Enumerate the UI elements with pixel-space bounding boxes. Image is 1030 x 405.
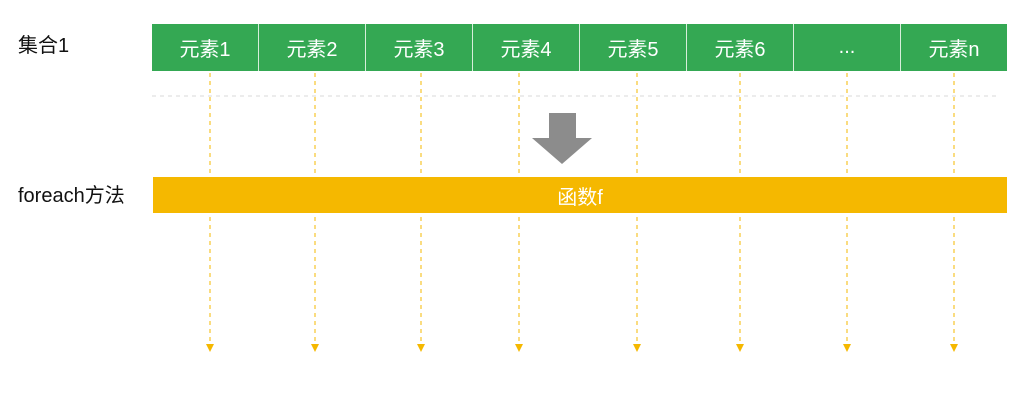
- element-cell: 元素n: [928, 39, 980, 61]
- guide-arrowhead-icon: [515, 344, 523, 352]
- guide-arrowhead-icon: [311, 344, 319, 352]
- element-cell: 元素1: [152, 24, 259, 71]
- element-cell-ellipsis: ...: [794, 24, 901, 71]
- down-arrow-shaft: [549, 113, 576, 138]
- element-cell: 元素2: [259, 24, 366, 71]
- element-cell: 元素4: [473, 24, 580, 71]
- collection-row: 元素1 元素2 元素3 元素4 元素5 元素6 ... 元素n: [152, 24, 1007, 71]
- guide-arrowhead-icon: [633, 344, 641, 352]
- guide-arrowhead-icon: [950, 344, 958, 352]
- guide-arrowhead-icon: [736, 344, 744, 352]
- element-cell: 元素5: [580, 24, 687, 71]
- method-label: foreach方法: [18, 185, 125, 207]
- function-bar: 函数f: [153, 177, 1007, 213]
- element-cell: 元素6: [687, 24, 794, 71]
- guide-arrowhead-icon: [843, 344, 851, 352]
- element-cell: 元素3: [366, 24, 473, 71]
- down-arrow-head: [532, 138, 592, 164]
- guide-arrowhead-icon: [417, 344, 425, 352]
- down-arrow-icon: [532, 113, 592, 164]
- guide-arrowhead-icon: [206, 344, 214, 352]
- set-label: 集合1: [18, 35, 70, 57]
